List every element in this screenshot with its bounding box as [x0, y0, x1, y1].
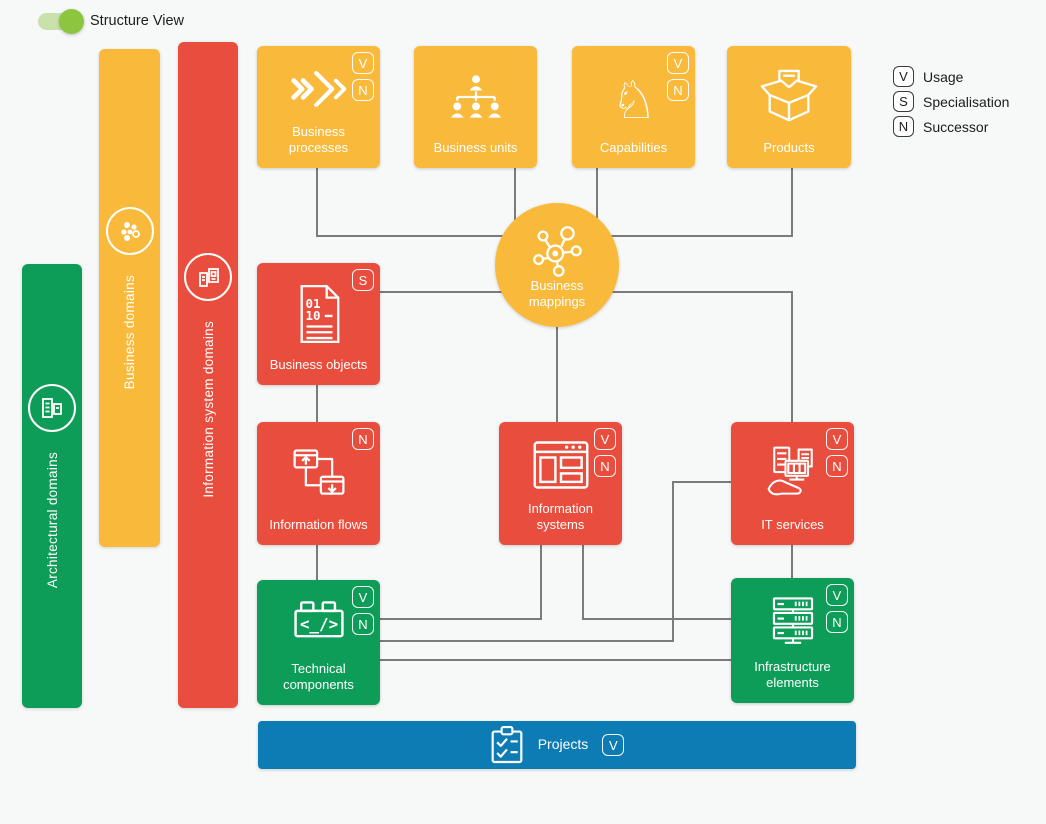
specialisation-badge: S: [352, 269, 374, 291]
structure-view-toggle[interactable]: [38, 9, 84, 34]
legend-label: Specialisation: [923, 93, 1010, 110]
clipboard-checklist-icon: [490, 726, 524, 764]
node-label: Projects: [537, 736, 589, 753]
successor-badge: N: [667, 79, 689, 101]
connector-line: [514, 168, 516, 220]
node-label: Business processes: [288, 123, 349, 155]
node-infrastructure-elements[interactable]: V N Infrastructure elements: [731, 578, 854, 703]
usage-badge: V: [826, 428, 848, 450]
domain-bar-label: Business domains: [122, 274, 137, 390]
connector-line: [596, 168, 598, 228]
connector-line: [672, 481, 674, 642]
window-exchange-icon: [289, 422, 349, 517]
successor-badge: N: [826, 455, 848, 477]
usage-badge: V: [594, 428, 616, 450]
usage-badge: V: [602, 734, 625, 756]
successor-badge: N: [352, 79, 374, 101]
connector-line: [791, 168, 793, 237]
connector-line: [556, 318, 558, 422]
svg-text:10: 10: [305, 308, 320, 323]
node-business-mappings[interactable]: Business mappings: [495, 203, 619, 327]
usage-badge: V: [352, 586, 374, 608]
node-label: Business objects: [269, 356, 368, 372]
svg-text:♘: ♘: [610, 71, 657, 126]
node-capabilities[interactable]: V N ♘ Capabilities: [572, 46, 695, 168]
legend-row-specialisation: S Specialisation: [893, 91, 1009, 112]
connector-line: [791, 545, 793, 579]
process-chevrons-icon: [289, 46, 349, 124]
architectural-domains-icon: [28, 383, 76, 432]
domain-bar-business[interactable]: Business domains: [99, 49, 160, 547]
node-label: Products: [763, 139, 815, 155]
successor-badge: N: [352, 613, 374, 635]
toggle-knob-icon: [59, 9, 84, 34]
node-label: Capabilities: [599, 139, 668, 155]
connector-line: [582, 618, 732, 620]
node-label: Technical components: [283, 660, 354, 692]
connector-line: [380, 618, 542, 620]
information-system-domains-icon: [184, 252, 232, 301]
node-information-flows[interactable]: N Information flows: [257, 422, 380, 545]
node-it-services[interactable]: V N IT services: [731, 422, 854, 545]
node-information-systems[interactable]: V N Information systems: [499, 422, 622, 545]
connector-line: [791, 291, 793, 422]
connector-line: [316, 168, 318, 237]
connector-line: [316, 545, 318, 581]
node-business-processes[interactable]: V N Business processes: [257, 46, 380, 168]
connector-line: [540, 545, 542, 620]
domain-bar-label: Information system domains: [200, 320, 216, 498]
node-label: Business units: [433, 139, 518, 155]
code-brick-icon: <_/>: [289, 580, 349, 661]
specialisation-badge: S: [893, 91, 914, 112]
connector-line: [380, 659, 732, 661]
usage-badge: V: [352, 52, 374, 74]
connector-line: [582, 545, 584, 620]
node-label: IT services: [761, 516, 824, 532]
svg-text:01: 01: [305, 296, 320, 311]
service-hand-icon: [763, 422, 823, 517]
node-projects[interactable]: Projects V: [258, 721, 856, 769]
domain-bar-architectural[interactable]: Architectural domains: [22, 264, 82, 708]
legend-row-successor: N Successor: [893, 116, 1009, 137]
usage-badge: V: [667, 52, 689, 74]
business-domains-icon: [105, 206, 154, 255]
connector-line: [380, 640, 674, 642]
network-hub-icon: [528, 208, 586, 278]
domain-bar-information-system[interactable]: Information system domains: [178, 42, 238, 708]
successor-badge: N: [893, 116, 914, 137]
usage-badge: V: [826, 584, 848, 606]
structure-view-label: Structure View: [90, 13, 185, 29]
relation-legend: V Usage S Specialisation N Successor: [893, 66, 1009, 141]
connector-line: [316, 385, 318, 423]
successor-badge: N: [594, 455, 616, 477]
open-box-icon: [758, 46, 820, 140]
chess-knight-icon: ♘: [602, 46, 666, 140]
server-rack-icon: [764, 578, 822, 659]
node-business-units[interactable]: Business units: [414, 46, 537, 168]
node-business-objects[interactable]: S 01 10 Business objects: [257, 263, 380, 385]
legend-label: Successor: [923, 118, 989, 135]
svg-text:<_/>: <_/>: [299, 615, 337, 634]
node-products[interactable]: Products: [727, 46, 851, 168]
node-label: Information flows: [269, 516, 368, 532]
node-label: Business mappings: [528, 277, 586, 309]
successor-badge: N: [352, 428, 374, 450]
successor-badge: N: [826, 611, 848, 633]
application-window-icon: [531, 422, 591, 501]
org-chart-icon: [446, 46, 506, 140]
node-label: Information systems: [527, 500, 594, 532]
legend-label: Usage: [923, 68, 964, 85]
binary-document-icon: 01 10: [294, 263, 344, 357]
domain-bar-label: Architectural domains: [44, 451, 60, 589]
node-technical-components[interactable]: V N <_/> Technical components: [257, 580, 380, 705]
legend-row-usage: V Usage: [893, 66, 1009, 87]
usage-badge: V: [893, 66, 914, 87]
connector-line: [672, 481, 732, 483]
node-label: Infrastructure elements: [754, 658, 831, 690]
